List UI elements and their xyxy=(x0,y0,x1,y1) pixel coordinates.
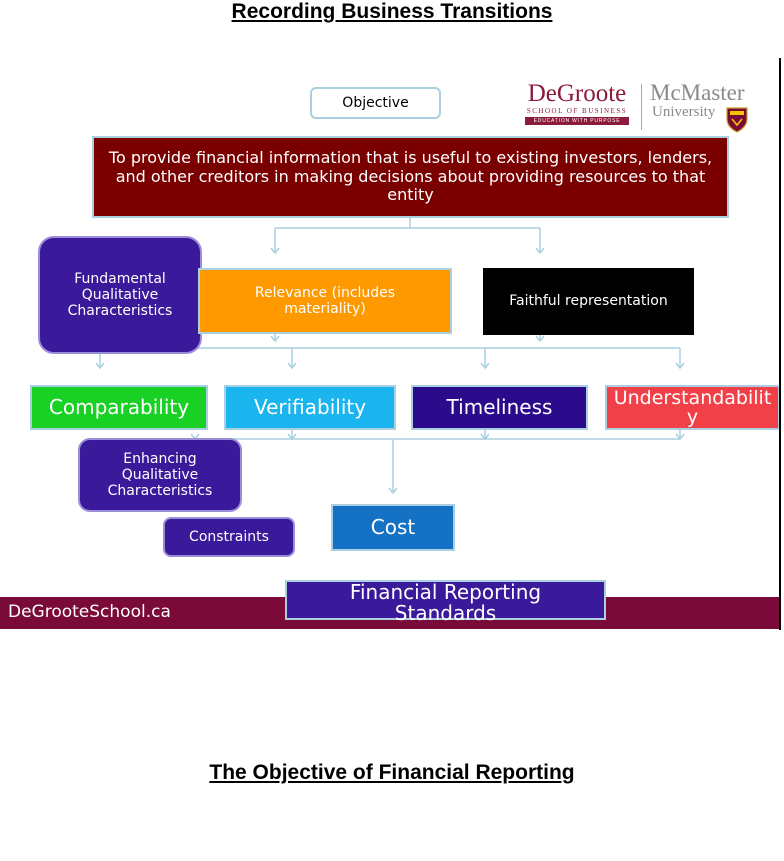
comparability-box: Comparability xyxy=(30,385,208,430)
logo-divider xyxy=(641,84,642,130)
enhancing-characteristics-box: Enhancing Qualitative Characteristics xyxy=(78,438,242,512)
slide: Objective DeGroote SCHOOL OF BUSINESS ED… xyxy=(0,58,784,630)
verifiability-box: Verifiability xyxy=(224,385,396,430)
degroote-name: DeGroote xyxy=(527,80,627,107)
faithful-representation-box: Faithful representation xyxy=(483,268,694,335)
degroote-tagline: EDUCATION WITH PURPOSE xyxy=(525,117,629,125)
mcmaster-university: University xyxy=(652,104,716,120)
timeliness-box: Timeliness xyxy=(411,385,588,430)
degroote-logo: DeGroote SCHOOL OF BUSINESS EDUCATION WI… xyxy=(521,80,633,128)
mcmaster-logo: McMaster University xyxy=(650,80,760,133)
objective-statement: To provide financial information that is… xyxy=(92,136,729,218)
objective-label-box: Objective xyxy=(310,87,441,119)
fundamental-characteristics-box: Fundamental Qualitative Characteristics xyxy=(38,236,202,354)
degroote-school: SCHOOL OF BUSINESS xyxy=(526,107,628,115)
constraints-box: Constraints xyxy=(163,517,295,557)
document-heading-bottom: The Objective of Financial Reporting xyxy=(209,761,575,784)
mcmaster-crest-icon xyxy=(726,107,748,133)
document-heading-top: Recording Business Transitions xyxy=(231,0,553,23)
financial-reporting-standards-box: Financial Reporting Standards xyxy=(285,580,606,624)
relevance-box: Relevance (includes materiality) xyxy=(198,268,452,334)
understandability-box: Understandability xyxy=(605,385,780,430)
cost-box: Cost xyxy=(331,504,455,551)
mcmaster-name: McMaster xyxy=(650,80,745,105)
footer-text: DeGrooteSchool.ca xyxy=(8,602,171,622)
slide-right-border xyxy=(779,58,781,630)
